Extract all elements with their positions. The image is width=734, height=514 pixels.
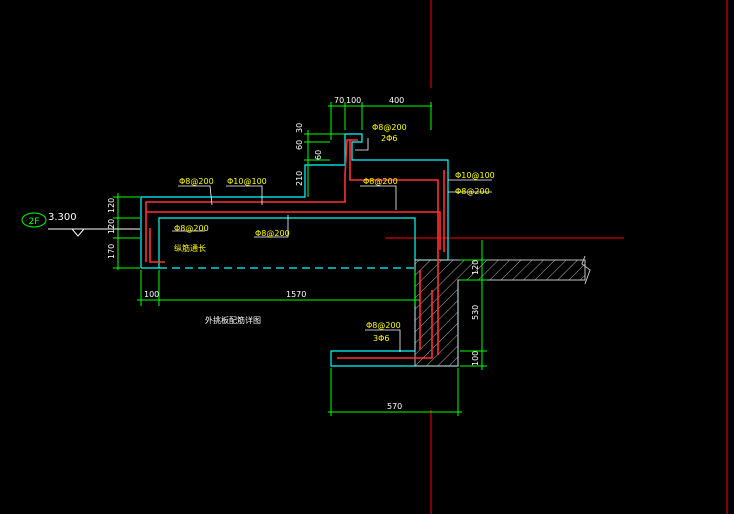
level-marker [21, 212, 140, 237]
dim-right-120: 120 [471, 260, 480, 275]
dimension-texts: 70 100 400 30 60 60 210 120 120 170 100 … [107, 96, 480, 411]
rebar-label-4: Φ8@200 [363, 177, 398, 186]
dim-v-60b: 60 [314, 150, 323, 160]
dim-top-70: 70 [334, 96, 344, 105]
dim-bottom-100: 100 [144, 290, 159, 299]
rebar-label-7: Φ8@200 [174, 224, 209, 233]
dim-v-30: 30 [295, 123, 304, 133]
level-texts: 2F 3.300 [29, 212, 77, 227]
dim-left-170: 170 [107, 244, 116, 259]
dim-v-60: 60 [295, 140, 304, 150]
rebar-label-1a: Φ8@200 [372, 123, 407, 132]
level-elevation: 3.300 [48, 212, 77, 223]
dim-v-210: 210 [295, 171, 304, 186]
rebar-label-9: Φ8@200 [255, 229, 290, 238]
rebar-lines [145, 139, 445, 359]
rebar-label-10b: 3Φ6 [373, 334, 389, 343]
drawing-caption: 外挑板配筋详图 [205, 315, 261, 325]
dimension-lines [113, 102, 487, 416]
leader-lines [172, 138, 492, 352]
rebar-label-10a: Φ8@200 [366, 321, 401, 330]
rebar-annotations: Φ8@200 2Φ6 Φ8@200 Φ10@100 Φ8@200 Φ10@100… [174, 123, 495, 343]
rebar-label-6: Φ8@200 [455, 187, 490, 196]
rebar-label-2: Φ8@200 [179, 177, 214, 186]
rebar-label-8: 纵筋通长 [174, 243, 206, 253]
dim-right-100: 100 [471, 351, 480, 366]
dim-left-120b: 120 [107, 219, 116, 234]
dim-top-100: 100 [346, 96, 361, 105]
rebar-label-1b: 2Φ6 [381, 134, 397, 143]
hatched-structure [414, 255, 591, 367]
dim-bottom-1570: 1570 [286, 290, 306, 299]
dim-top-400: 400 [389, 96, 404, 105]
dim-right-530: 530 [471, 305, 480, 320]
rebar-label-5: Φ10@100 [455, 171, 495, 180]
dim-bottom-570: 570 [387, 402, 402, 411]
dim-left-120a: 120 [107, 198, 116, 213]
level-tag: 2F [29, 217, 40, 227]
rebar-label-3: Φ10@100 [227, 177, 267, 186]
